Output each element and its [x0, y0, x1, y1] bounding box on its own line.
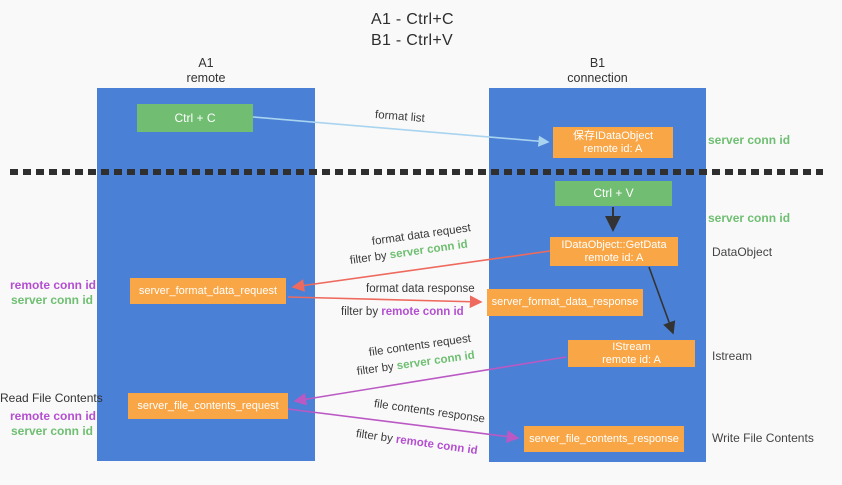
node-save-idataobject-line2: remote id: A [583, 142, 643, 155]
filter-by-text: filter by [355, 428, 397, 446]
diagram-title: A1 - Ctrl+C B1 - Ctrl+V [371, 9, 454, 51]
title-line-2: B1 - Ctrl+V [371, 32, 453, 49]
node-server-file-contents-response: server_file_contents_response [524, 426, 684, 452]
filter-by-text: filter by [356, 360, 398, 378]
column-b-header: B1 connection [489, 56, 706, 86]
left-label-read-file-contents: Read File Contents [0, 391, 103, 405]
label-filter-by-remote-conn-id-1: filter by remote conn id [341, 306, 464, 318]
node-server-format-data-response: server_format_data_response [487, 289, 643, 316]
node-getdata-line1: IDataObject::GetData [561, 238, 667, 251]
right-label-dataobject: DataObject [712, 245, 773, 259]
node-server-file-contents-request: server_file_contents_request [128, 393, 288, 419]
right-label-istream: Istream [712, 349, 753, 363]
column-a-header: A1 remote [97, 56, 315, 86]
dashed-separator-line [10, 169, 823, 175]
left-server-conn-id-2: server conn id [10, 424, 93, 438]
left-server-conn-id-1: server conn id [10, 293, 93, 307]
node-idataobject-getdata: IDataObject::GetData remote id: A [550, 237, 678, 266]
left-remote-conn-id-1: remote conn id [10, 278, 97, 292]
node-ctrl-c: Ctrl + C [137, 104, 253, 132]
node-istream-line2: remote id: A [602, 353, 661, 366]
right-label-server-conn-id-mid: server conn id [708, 211, 791, 225]
format-data-response-arrow [287, 295, 483, 309]
node-ctrl-v: Ctrl + V [555, 181, 672, 206]
filter-by-text: filter by [349, 249, 391, 267]
left-remote-conn-id-2: remote conn id [10, 409, 97, 423]
left-label-group-format: remote conn id server conn id [10, 278, 97, 308]
right-label-write-file-contents: Write File Contents [712, 431, 814, 445]
title-line-1: A1 - Ctrl+C [371, 11, 454, 28]
column-a-id: A1 [198, 56, 214, 70]
remote-conn-id-text: remote conn id [395, 433, 479, 458]
node-istream: IStream remote id: A [568, 340, 695, 367]
node-istream-line1: IStream [612, 340, 651, 353]
label-format-data-response: format data response [366, 283, 475, 295]
node-server-format-data-request: server_format_data_request [130, 278, 286, 304]
right-label-server-conn-id-top: server conn id [708, 133, 791, 147]
remote-conn-id-text: remote conn id [381, 306, 464, 318]
left-label-group-file: remote conn id server conn id [10, 409, 97, 439]
label-file-contents-response: file contents response [373, 398, 486, 426]
label-filter-by-remote-conn-id-2: filter by remote conn id [355, 428, 478, 457]
node-save-idataobject-line1: 保存IDataObject [572, 129, 654, 142]
column-b-name: connection [567, 71, 628, 85]
node-getdata-line2: remote id: A [584, 251, 644, 264]
filter-by-text: filter by [341, 306, 382, 318]
column-a-name: remote [186, 71, 226, 85]
node-save-idataobject: 保存IDataObject remote id: A [553, 127, 673, 158]
label-format-list: format list [374, 109, 426, 125]
column-b-id: B1 [589, 56, 606, 70]
